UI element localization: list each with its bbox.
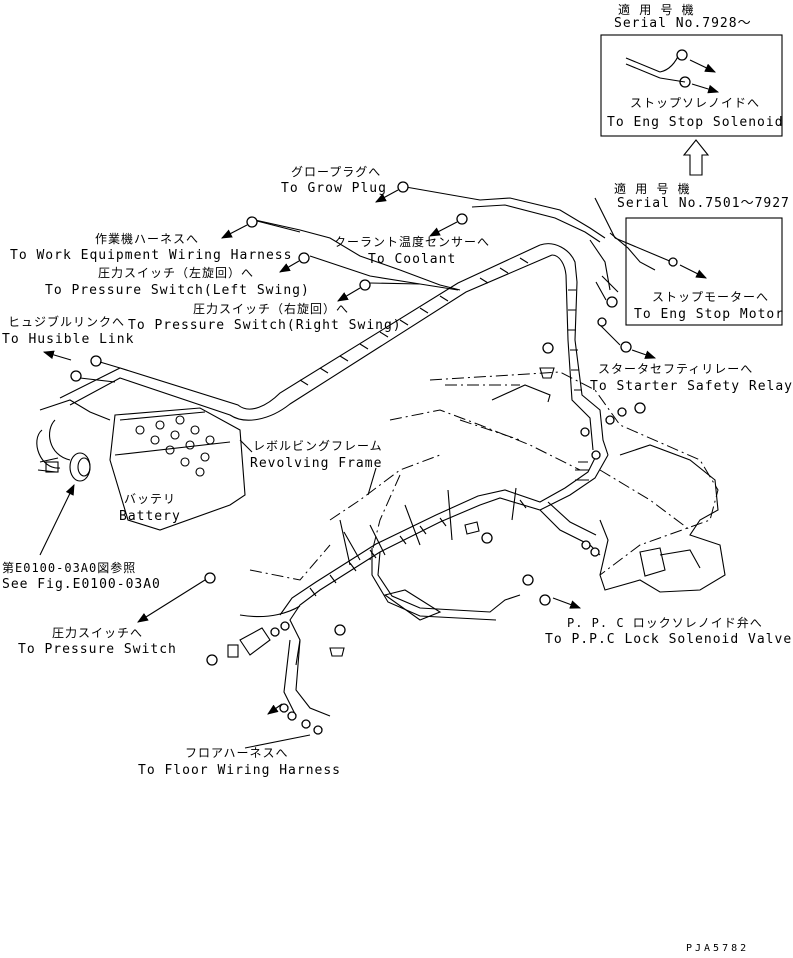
- battery-jp: バッテリ: [124, 492, 177, 506]
- coolant-arrow: [429, 221, 458, 237]
- fusible-connector-1: [90, 355, 102, 367]
- serial-old-jp: 適 用 号 機: [614, 182, 691, 196]
- coolant-jp: クーラント温度センサーへ: [334, 235, 491, 249]
- serial-new-jp: 適 用 号 機: [618, 3, 695, 17]
- floor-harness-en: To Floor Wiring Harness: [138, 763, 342, 778]
- pressure-left-en: To Pressure Switch(Left Swing): [45, 283, 310, 298]
- fusible-jp: ヒュジブルリンクへ: [8, 315, 126, 329]
- ppc-lock-jp: P. P. C ロックソレノイド弁へ: [567, 616, 763, 630]
- hollow-up-arrow: [682, 139, 710, 176]
- pressure-right-connector: [359, 279, 371, 291]
- grow-plug-arrow: [375, 189, 399, 203]
- serial-new-inset-box: [600, 34, 783, 137]
- starter-relay-en: To Starter Safety Relay: [590, 379, 793, 394]
- stop-solenoid-jp: ストップソレノイドへ: [630, 96, 761, 110]
- starter-relay-arrow: [631, 349, 657, 359]
- battery-block: [36, 399, 246, 531]
- see-fig-jp: 第E0100-03A0図参照: [2, 561, 137, 575]
- serial-new-en: Serial No.7928～: [614, 16, 752, 31]
- revolving-frame-en: Revolving Frame: [250, 456, 383, 471]
- work-equipment-jp: 作業機ハーネスへ: [95, 232, 200, 246]
- battery-clamp: [37, 452, 91, 482]
- floor-harness-leader: [244, 734, 311, 749]
- pressure-switch-arrow: [137, 579, 206, 623]
- floor-harness-connectors: [279, 703, 323, 735]
- drawing-code: PJA5782: [686, 943, 750, 954]
- coolant-en: To Coolant: [368, 252, 457, 267]
- serial-old-en: Serial No.7501～7927: [617, 196, 790, 211]
- coolant-connector: [456, 213, 468, 225]
- starter-relay-jp: スタータセフティリレーへ: [598, 362, 754, 376]
- fusible-en: To Husible Link: [2, 332, 135, 347]
- lower-harness: [239, 451, 609, 717]
- revolving-frame-jp: レボルビングフレーム: [253, 439, 383, 453]
- stop-motor-en: To Eng Stop Motor: [634, 307, 785, 322]
- see-fig-arrow: [39, 484, 75, 556]
- stop-motor-sketch: [594, 197, 707, 279]
- grow-plug-en: To Grow Plug: [281, 181, 387, 196]
- starter-relay-connector: [620, 341, 632, 353]
- pressure-left-connector: [298, 252, 310, 264]
- stop-solenoid-en: To Eng Stop Solenoid: [607, 115, 784, 130]
- pressure-switch-jp: 圧力スイッチへ: [52, 626, 144, 640]
- stop-motor-jp: ストップモーターへ: [652, 290, 770, 304]
- grow-plug-connector: [397, 181, 409, 193]
- see-fig-en: See Fig.E0100-03A0: [2, 577, 161, 592]
- ppc-lock-arrow: [552, 597, 582, 609]
- lower-fittings: [204, 342, 646, 666]
- work-equipment-connector: [246, 216, 258, 228]
- work-equipment-en: To Work Equipment Wiring Harness: [10, 248, 293, 263]
- pressure-switch-en: To Pressure Switch: [18, 642, 177, 657]
- floor-harness-jp: フロアハーネスへ: [185, 746, 289, 760]
- revolving-frame-outline: [249, 371, 719, 581]
- work-equipment-arrow: [221, 224, 248, 239]
- fusible-arrow: [42, 350, 72, 361]
- pressure-right-arrow: [337, 287, 361, 302]
- pressure-left-jp: 圧力スイッチ（左旋回）へ: [98, 266, 255, 280]
- fusible-connector-2: [70, 370, 82, 382]
- grow-plug-jp: グロープラグへ: [291, 165, 382, 179]
- battery-en: Battery: [119, 509, 181, 524]
- pressure-left-arrow: [279, 260, 300, 273]
- serial-old-inset-box: [625, 217, 783, 326]
- pressure-right-jp: 圧力スイッチ（右旋回）へ: [193, 302, 350, 316]
- floor-harness-arrow: [267, 703, 283, 715]
- engine-block: [599, 444, 726, 593]
- stop-solenoid-sketch: [625, 49, 720, 94]
- pressure-right-en: To Pressure Switch(Right Swing): [128, 318, 402, 333]
- main-harness: [59, 185, 611, 456]
- ppc-lock-en: To P.P.C Lock Solenoid Valve: [545, 632, 793, 647]
